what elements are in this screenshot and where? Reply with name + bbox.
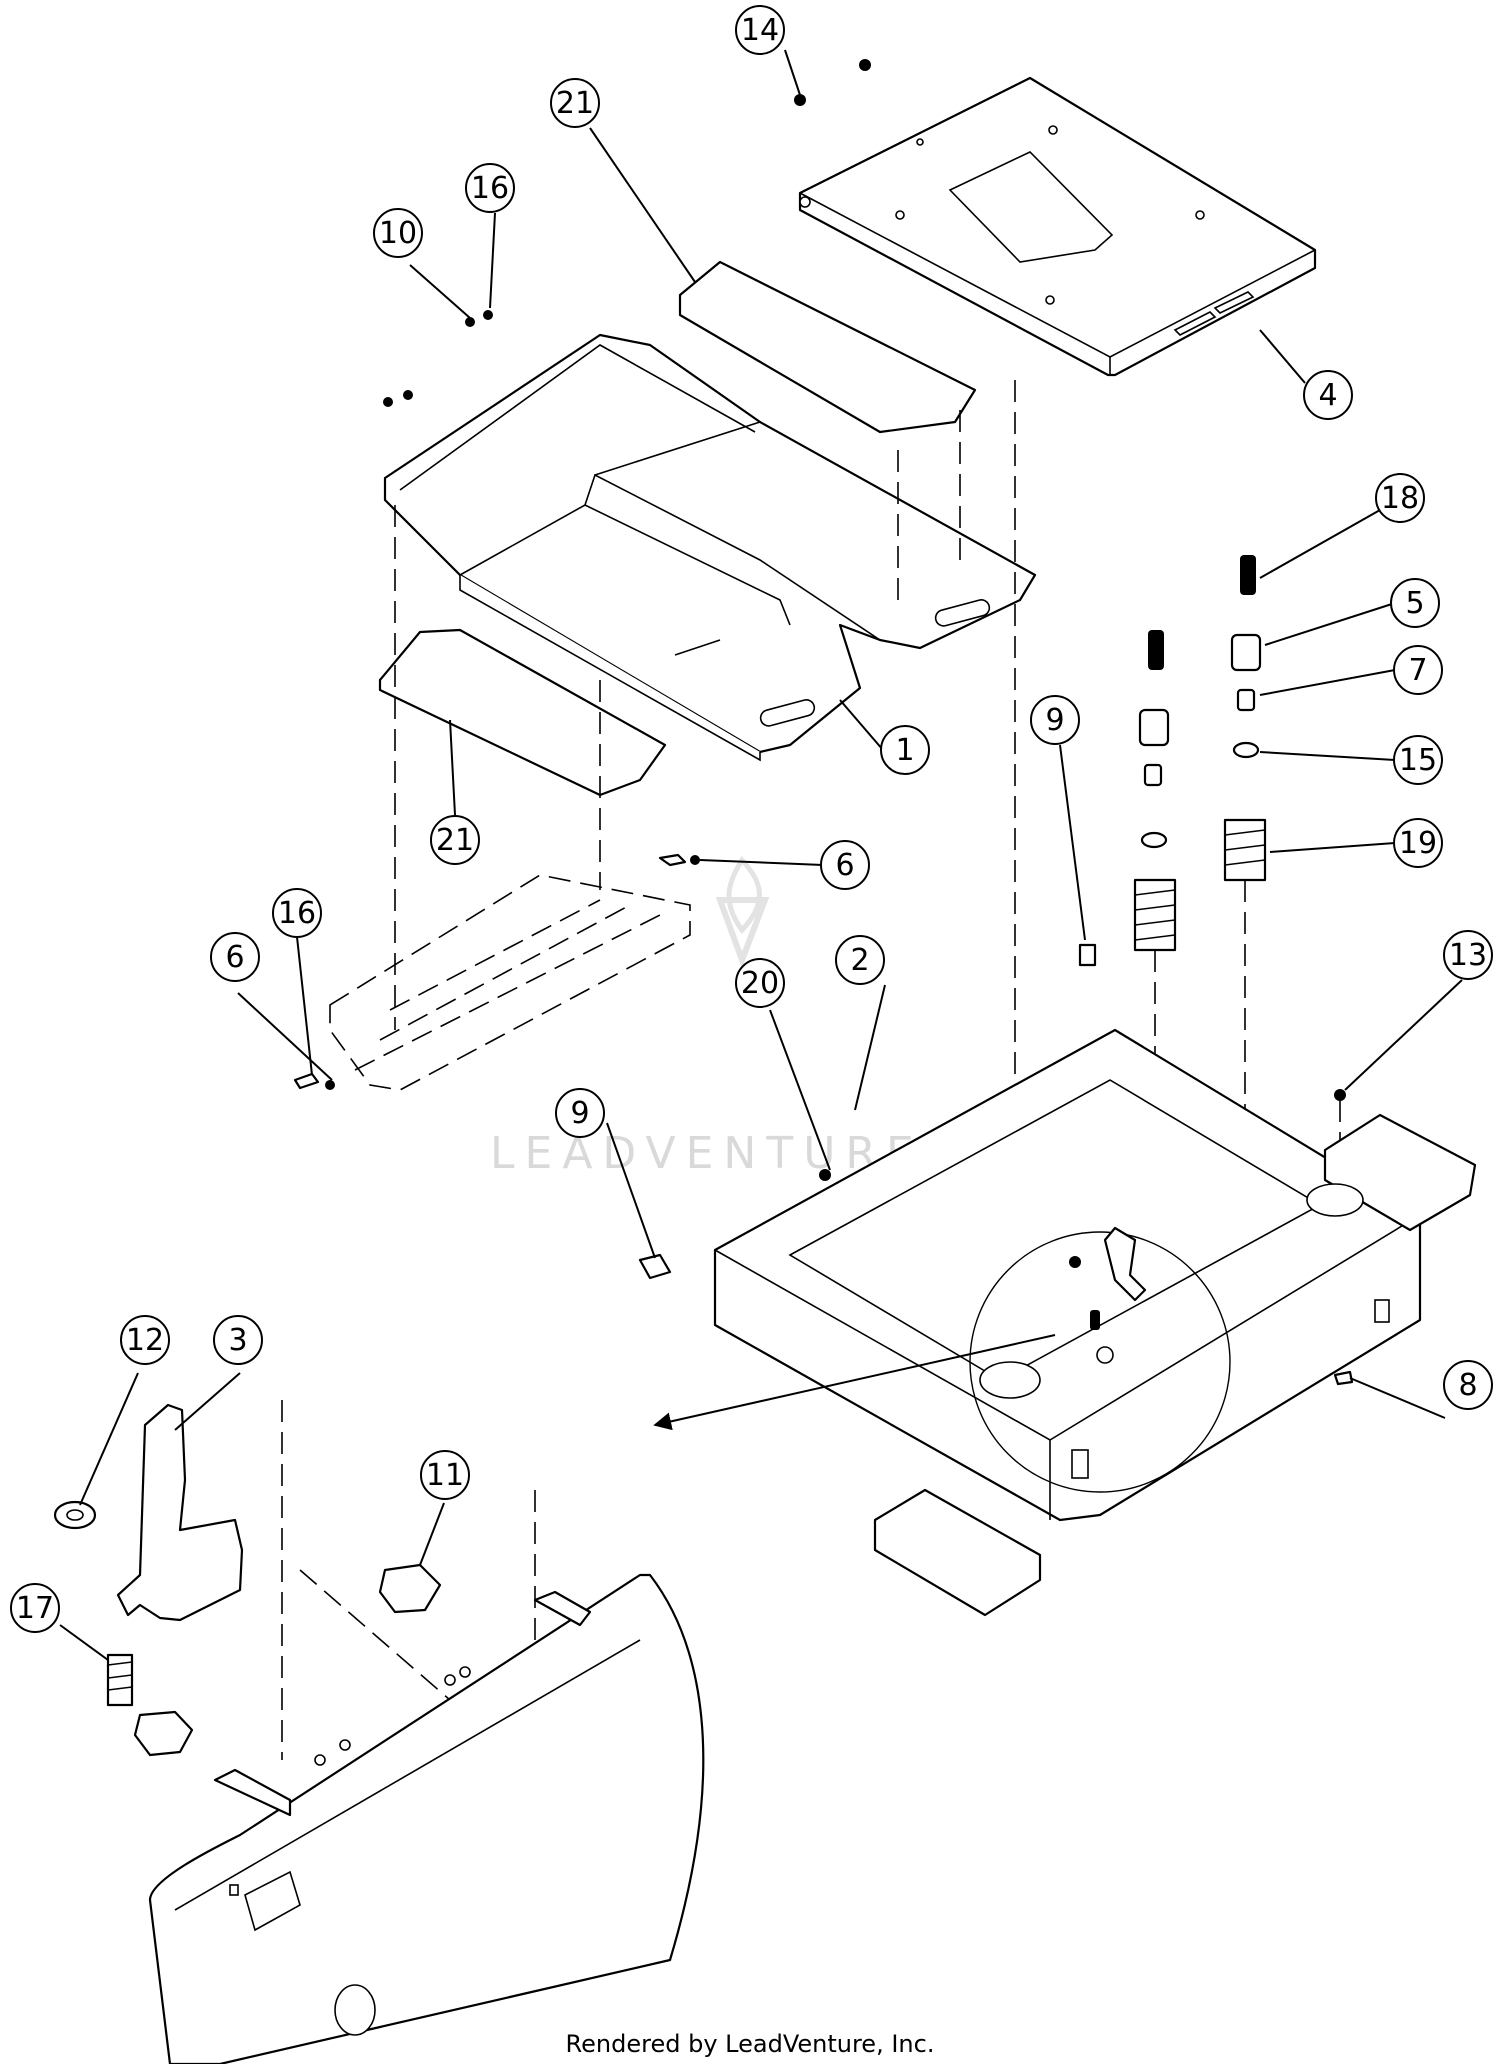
callout-7: 7 bbox=[1393, 645, 1443, 695]
callout-13: 13 bbox=[1443, 930, 1493, 980]
leader-lines bbox=[59, 49, 1463, 1661]
footer-credit: Rendered by LeadVenture, Inc. bbox=[566, 2030, 935, 2058]
lower-pad-part bbox=[378, 628, 667, 797]
callout-6-right: 6 bbox=[820, 840, 870, 890]
callout-3: 3 bbox=[213, 1315, 263, 1365]
svg-text:17: 17 bbox=[16, 1591, 54, 1626]
svg-text:12: 12 bbox=[126, 1323, 164, 1358]
callout-16-lower: 16 bbox=[272, 888, 322, 938]
svg-text:20: 20 bbox=[741, 966, 779, 1001]
callout-6-left: 6 bbox=[210, 932, 260, 982]
phantom-bracket bbox=[329, 874, 691, 1091]
svg-text:8: 8 bbox=[1458, 1368, 1477, 1403]
svg-text:7: 7 bbox=[1408, 653, 1427, 688]
svg-text:18: 18 bbox=[1381, 481, 1419, 516]
callout-2: 2 bbox=[835, 935, 885, 985]
svg-text:2: 2 bbox=[850, 943, 869, 978]
top-plate-part bbox=[798, 76, 1317, 377]
svg-text:3: 3 bbox=[228, 1323, 247, 1358]
seat-pan-part bbox=[383, 333, 1037, 762]
callout-12: 12 bbox=[120, 1315, 170, 1365]
svg-text:11: 11 bbox=[426, 1458, 464, 1493]
svg-text:15: 15 bbox=[1399, 743, 1437, 778]
callout-8: 8 bbox=[1443, 1360, 1493, 1410]
svg-text:16: 16 bbox=[278, 896, 316, 931]
svg-text:14: 14 bbox=[741, 13, 779, 48]
callout-14: 14 bbox=[735, 5, 785, 55]
watermark-logo: LEADVENTURE bbox=[490, 855, 924, 1179]
svg-text:21: 21 bbox=[436, 823, 474, 858]
callout-9-lower: 9 bbox=[555, 1088, 605, 1138]
svg-text:6: 6 bbox=[835, 848, 854, 883]
small-parts-lower-left bbox=[53, 1500, 442, 1757]
svg-text:5: 5 bbox=[1405, 586, 1424, 621]
callout-11: 11 bbox=[420, 1450, 470, 1500]
callout-16-top: 16 bbox=[465, 163, 515, 213]
svg-text:10: 10 bbox=[379, 216, 417, 251]
svg-text:6: 6 bbox=[225, 940, 244, 975]
svg-text:16: 16 bbox=[471, 171, 509, 206]
watermark-text: LEADVENTURE bbox=[490, 1128, 924, 1179]
callout-21-lower: 21 bbox=[430, 815, 480, 865]
callout-15: 15 bbox=[1393, 735, 1443, 785]
callout-20: 20 bbox=[735, 958, 785, 1008]
svg-text:9: 9 bbox=[570, 1096, 589, 1131]
svg-text:4: 4 bbox=[1318, 378, 1337, 413]
callout-1: 1 bbox=[880, 725, 930, 775]
callout-10: 10 bbox=[373, 208, 423, 258]
svg-text:9: 9 bbox=[1045, 703, 1064, 738]
hardware-stack bbox=[293, 59, 1354, 1386]
svg-text:19: 19 bbox=[1399, 826, 1437, 861]
upper-pad-part bbox=[678, 260, 977, 434]
svg-text:1: 1 bbox=[895, 733, 914, 768]
callout-4: 4 bbox=[1303, 370, 1353, 420]
callouts: 14 21 16 10 4 18 5 7 15 19 9 1 21 6 16 6… bbox=[10, 5, 1493, 1633]
callout-18: 18 bbox=[1375, 473, 1425, 523]
callout-9-upper: 9 bbox=[1030, 695, 1080, 745]
svg-text:13: 13 bbox=[1449, 938, 1487, 973]
svg-text:21: 21 bbox=[556, 86, 594, 121]
detail-view-panel bbox=[148, 1573, 705, 2064]
lever-bracket-part bbox=[116, 1403, 244, 1622]
callout-19: 19 bbox=[1393, 818, 1443, 868]
callout-17: 17 bbox=[10, 1583, 60, 1633]
callout-5: 5 bbox=[1390, 578, 1440, 628]
seat-frame-part bbox=[653, 1028, 1477, 1617]
callout-21-top: 21 bbox=[550, 78, 600, 128]
